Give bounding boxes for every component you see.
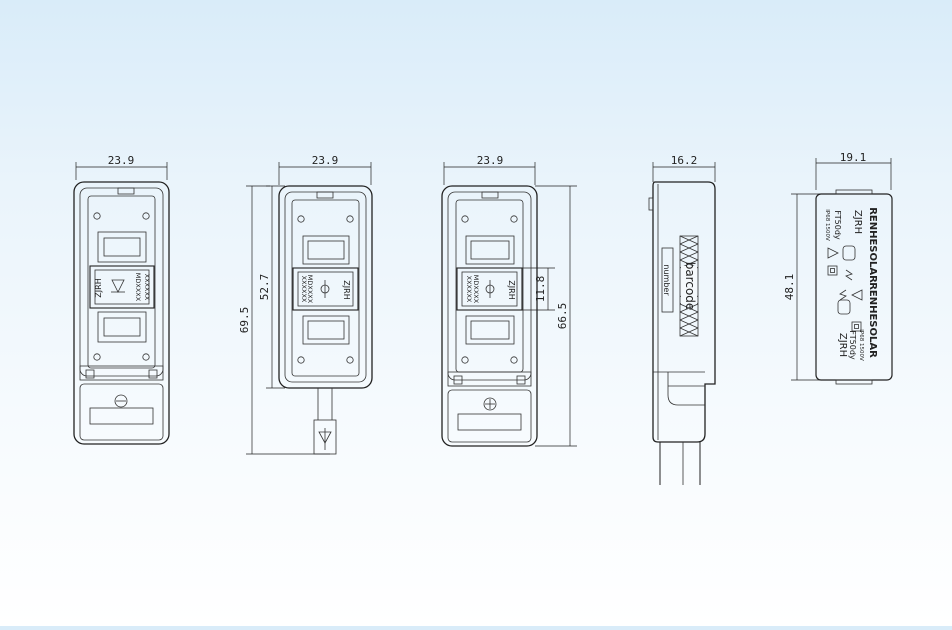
certification-square-icon-2 (851, 321, 862, 332)
dim-side-width: 16.2 (671, 154, 698, 167)
dim-view2-inner-height: 52.7 (258, 274, 271, 301)
dim-label-height: 48.1 (783, 274, 796, 301)
front-view-1: 23.9 ZJRH MDXXXX XXXXXX (73, 154, 170, 445)
front-view-2: 23.9 52.7 69.5 ZJRH MDXXXX XXXXXX (238, 154, 373, 455)
nameplate-model-top: ZJRH (852, 210, 863, 234)
dim-view3-window-height: 11.8 (534, 276, 547, 303)
front-view-3: 23.9 11.8 66.5 ZJRH MDXXXX XXXXXX (441, 154, 577, 447)
number-label: number (662, 264, 671, 296)
nameplate-ip-bottom: IP68 1500V (858, 329, 864, 361)
nameplate-model-bottom: ZJRH (837, 333, 848, 357)
diode-symbol-icon (485, 280, 495, 298)
module-model-sub-v2: XXXXXX (300, 276, 308, 303)
nameplate-brand-bottom: RENHESOLAR (867, 282, 878, 358)
lightning-icon-2 (839, 289, 847, 301)
dim-view2-total-height: 69.5 (238, 307, 251, 334)
nameplate-view: 19.1 48.1 RENHESOLAR RENHESOLAR ZJRH ZJR… (783, 151, 893, 385)
module-brand-code-v3: ZJRH (507, 280, 516, 299)
lightning-icon (845, 269, 853, 281)
nameplate-type-bottom: FT50dy (848, 330, 857, 360)
dim-view3-total-height: 66.5 (556, 303, 569, 330)
diode-symbol-icon (111, 279, 125, 293)
dim-label-width: 19.1 (840, 151, 867, 164)
module-model-sub-v1: XXXXXX (143, 274, 151, 301)
module-brand-code-v2: ZJRH (342, 280, 351, 299)
warning-triangle-icon-2 (851, 289, 863, 301)
barcode-pattern (679, 235, 699, 337)
dim-view2-width: 23.9 (312, 154, 339, 167)
barcode-label: barcode (683, 262, 697, 311)
warning-triangle-icon (827, 247, 839, 259)
module-model-v1: MDXXXX (134, 273, 142, 302)
dim-view3-width: 23.9 (477, 154, 504, 167)
nameplate-type-top: FT50dy (833, 210, 842, 240)
ul-mark-icon-2 (837, 299, 851, 315)
module-model-v3: MDXXXX (472, 275, 480, 304)
ul-mark-icon (842, 245, 856, 261)
screw-cross-icon (483, 397, 497, 411)
screw-slot-icon (114, 394, 128, 408)
certification-square-icon (827, 265, 838, 276)
module-model-v2: MDXXXX (306, 275, 314, 304)
side-view: 16.2 barcode number (648, 154, 716, 485)
diode-symbol-icon (320, 280, 330, 298)
dim-view1-width: 23.9 (108, 154, 135, 167)
nameplate-ip-top: IP68 1500V (824, 209, 830, 241)
module-brand-code-v1: ZJRH (94, 278, 103, 297)
module-model-sub-v3: XXXXXX (465, 276, 473, 303)
nameplate-brand-top: RENHESOLAR (867, 207, 878, 283)
